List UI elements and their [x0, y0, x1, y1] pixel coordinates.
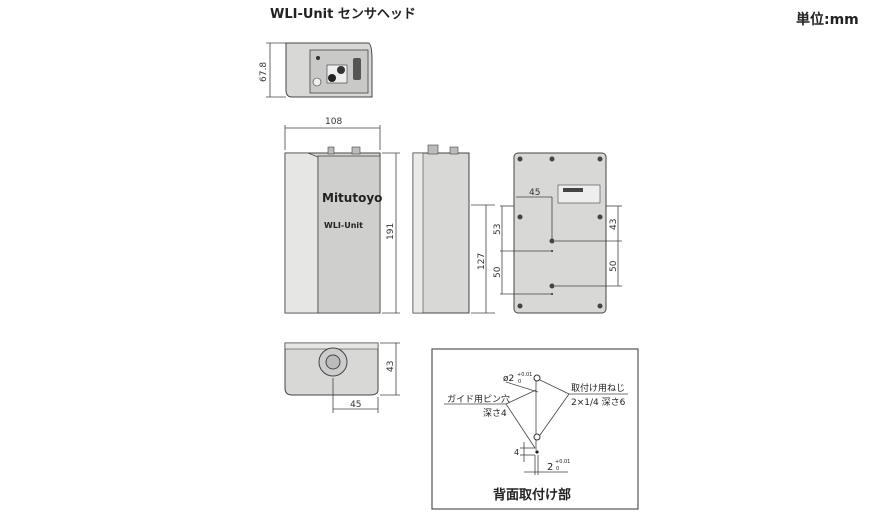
side-view: 127	[412, 144, 495, 314]
dim-bottom-43: 43	[386, 361, 396, 372]
dim-width: 108	[325, 117, 342, 127]
dim-back-50-right: 50	[609, 260, 619, 272]
guide-pin-label: ガイド用ピン穴	[447, 393, 510, 405]
bottom-view: 43 45	[284, 342, 400, 413]
screw-spec: 2×1/4 深さ6	[571, 397, 626, 408]
dim-back-50-left: 50	[493, 266, 503, 278]
top-view: 67.8	[259, 42, 373, 98]
dist-4: 4	[514, 448, 519, 457]
mitutoyo-logo: Mitutoyo	[322, 191, 382, 205]
width-tol-lower: 0	[556, 466, 559, 472]
screw-label: 取付け用ねじ	[571, 383, 625, 394]
unit-label: 単位:mm	[796, 11, 859, 28]
dim-top-height: 67.8	[259, 62, 269, 82]
pin-tol-upper: +0.01	[517, 372, 532, 378]
front-view: Mitutoyo WLI-Unit 108 191	[284, 117, 400, 314]
dim-bottom-45: 45	[350, 400, 361, 410]
drawing-title: WLI-Unit センサヘッド	[270, 7, 416, 22]
guide-pin-depth: 深さ4	[483, 408, 507, 419]
dim-side-depth: 127	[477, 253, 487, 270]
width-tol-upper: +0.01	[555, 459, 570, 465]
back-mount-detail: ø2 +0.01 0 ガイド用ピン穴 深さ4 取付け用ねじ 2×1/4 深さ6 …	[431, 348, 639, 510]
back-view: 45 53 50 43 50	[493, 152, 622, 314]
detail-title: 背面取付け部	[493, 487, 571, 503]
dim-back-53: 53	[493, 224, 503, 235]
model-label: WLI-Unit	[324, 221, 363, 230]
dim-back-43: 43	[609, 219, 619, 230]
width-2: 2	[547, 462, 553, 473]
dim-height: 191	[386, 223, 396, 240]
dim-back-45: 45	[529, 188, 540, 198]
pin-tol-lower: 0	[518, 379, 521, 385]
pin-dia: ø2	[503, 374, 514, 384]
